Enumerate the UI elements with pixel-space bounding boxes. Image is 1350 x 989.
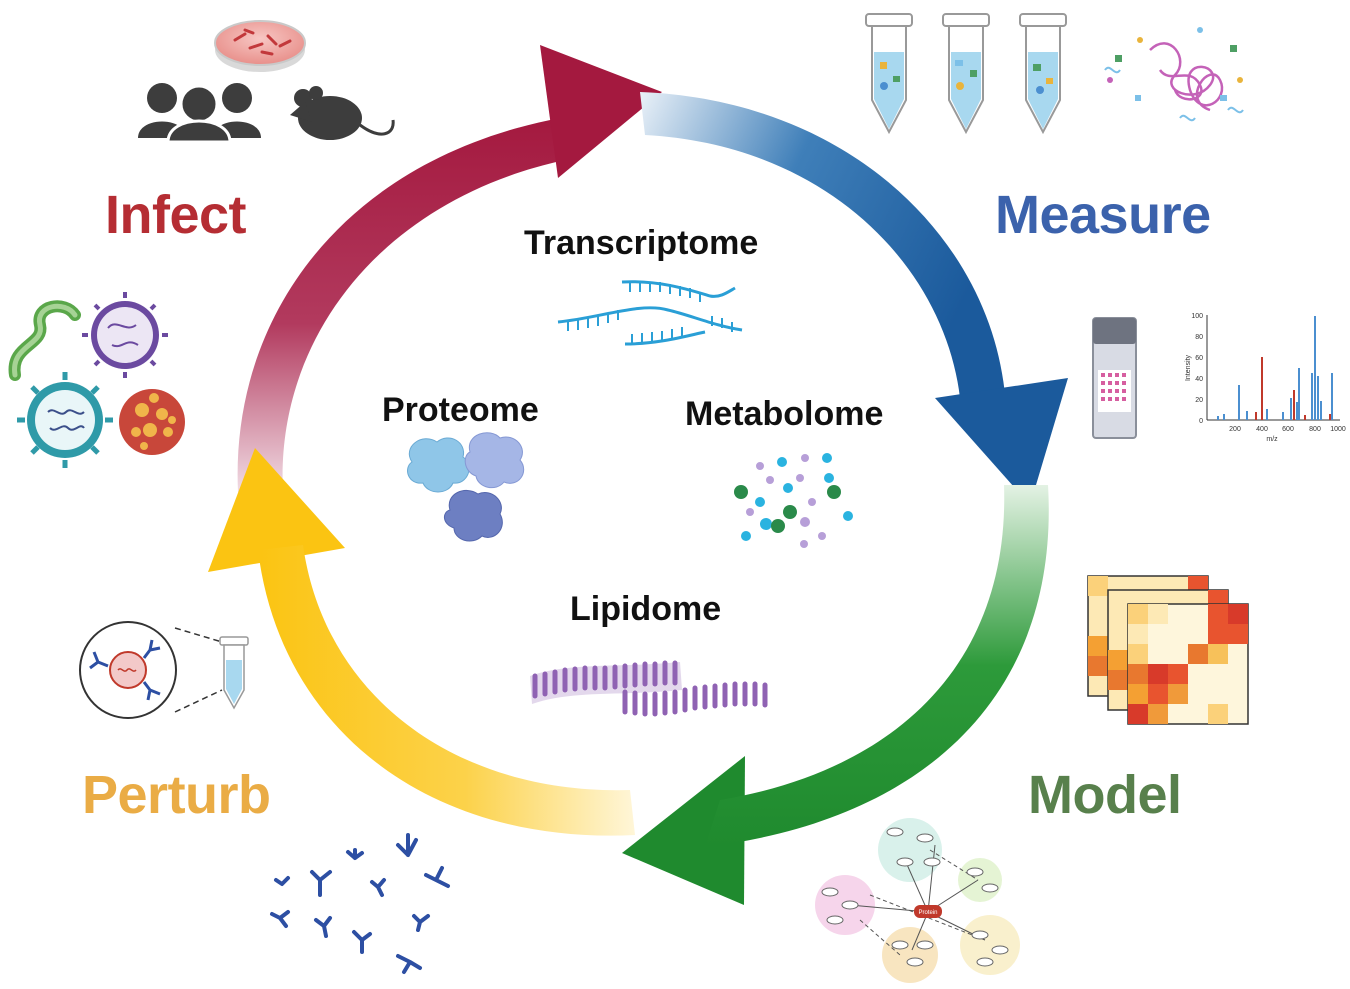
lipid-bilayer-icon bbox=[530, 660, 768, 717]
ms-x-tick: 200 bbox=[1229, 426, 1241, 433]
infect-label: Infect bbox=[105, 185, 247, 245]
ms-y-tick: 100 bbox=[1191, 313, 1203, 320]
antibody-zoom-icon bbox=[79, 621, 249, 719]
measure-label: Measure bbox=[995, 185, 1211, 245]
mass-spectrum-peaks bbox=[1217, 316, 1333, 420]
heatmap-stack-icon bbox=[1087, 575, 1249, 725]
infect-arrow-band bbox=[237, 118, 566, 492]
measure-arrow-band bbox=[640, 92, 1005, 398]
ms-y-tick: 0 bbox=[1199, 418, 1203, 425]
model-arrow-head bbox=[622, 756, 745, 905]
ms-y-tick: 80 bbox=[1195, 334, 1203, 341]
network-center-node-label: Protein bbox=[918, 910, 937, 916]
mouse-icon bbox=[290, 86, 395, 140]
virus-icons bbox=[8, 292, 185, 468]
biomolecule-mixture-icon bbox=[1104, 27, 1244, 122]
flavivirus-icon bbox=[119, 389, 185, 455]
ms-x-tick: 1000 bbox=[1330, 426, 1346, 433]
coronavirus-icon bbox=[82, 292, 168, 378]
perturb-label: Perturb bbox=[82, 765, 271, 825]
sample-tube-icon bbox=[865, 13, 913, 135]
measure-arrow-head bbox=[935, 378, 1068, 505]
petri-dish-icon bbox=[214, 20, 306, 72]
heatmap-layer bbox=[1127, 603, 1249, 725]
perturb-arrow-head bbox=[208, 448, 345, 572]
sample-tube-icon bbox=[1019, 13, 1067, 135]
ms-x-tick: 600 bbox=[1282, 426, 1294, 433]
metabolome-label: Metabolome bbox=[685, 395, 884, 433]
mass-spectrum-icon: Intensity m/z 100 80 60 40 20 0 200 400 … bbox=[1185, 313, 1346, 443]
people-icon bbox=[138, 83, 261, 144]
ms-y-tick: 20 bbox=[1195, 397, 1203, 404]
model-label: Model bbox=[1028, 765, 1182, 825]
ms-x-tick: 400 bbox=[1256, 426, 1268, 433]
sample-tube-icon bbox=[942, 13, 990, 135]
model-arrow-band bbox=[705, 485, 1049, 847]
transcriptome-label: Transcriptome bbox=[524, 224, 759, 262]
microarray-slide-icon bbox=[1092, 317, 1137, 439]
rna-strand-icon bbox=[557, 280, 743, 346]
influenza-virus-icon bbox=[17, 372, 113, 468]
metabolite-particles-icon bbox=[734, 453, 853, 548]
filovirus-icon bbox=[8, 300, 81, 381]
lipidome-label: Lipidome bbox=[570, 590, 722, 628]
antibody-icons bbox=[270, 833, 450, 974]
ms-x-tick: 800 bbox=[1309, 426, 1321, 433]
cycle-arrows bbox=[208, 45, 1068, 905]
ms-y-tick: 60 bbox=[1195, 355, 1203, 362]
ms-y-tick: 40 bbox=[1195, 376, 1203, 383]
sample-tube-icons bbox=[865, 13, 1067, 135]
ms-x-axis-label: m/z bbox=[1266, 436, 1278, 443]
ms-y-axis-label: Intensity bbox=[1185, 354, 1192, 381]
perturb-arrow-band bbox=[258, 545, 635, 836]
proteome-label: Proteome bbox=[382, 391, 539, 429]
network-icon: Protein bbox=[815, 818, 1020, 983]
protein-structures-icon bbox=[407, 432, 525, 542]
infect-arrow-head bbox=[540, 45, 662, 178]
